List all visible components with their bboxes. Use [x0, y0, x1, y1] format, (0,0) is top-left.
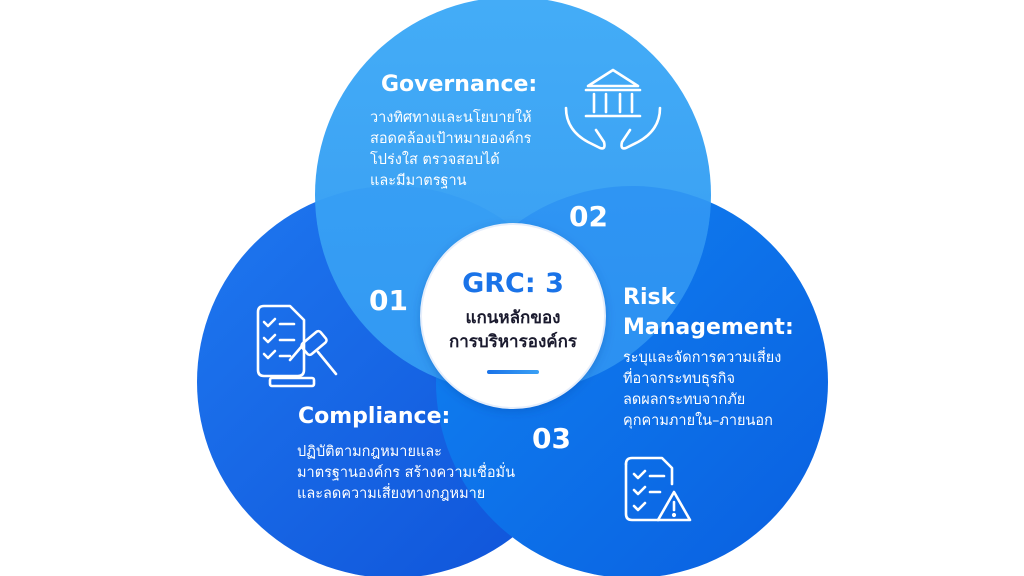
governance-desc-line: และมีมาตรฐาน	[370, 173, 467, 189]
risk-desc-line: คุกคามภายใน–ภายนอก	[623, 413, 773, 429]
center-accent-bar	[487, 370, 539, 374]
governance-number: 02	[569, 200, 608, 233]
center-title: GRC: 3	[462, 268, 564, 299]
risk-description: ระบุและจัดการความเสี่ยง ที่อาจกระทบธุรกิ…	[623, 348, 781, 432]
center-subtitle-line2: การบริหารองค์กร	[448, 332, 578, 352]
risk-title-line: Management:	[623, 315, 794, 340]
compliance-desc-line: และลดความเสี่ยงทางกฎหมาย	[297, 486, 486, 502]
checklist-gavel-icon	[256, 304, 338, 388]
risk-desc-line: ระบุและจัดการความเสี่ยง	[623, 350, 782, 366]
risk-number: 03	[532, 422, 571, 455]
governance-desc-line: สอดคล้องเป้าหมายองค์กร	[370, 131, 532, 147]
compliance-desc-line: ปฏิบัติตามกฎหมายและ	[297, 444, 442, 460]
compliance-description: ปฏิบัติตามกฎหมายและ มาตรฐานองค์กร สร้างค…	[297, 442, 515, 505]
compliance-number: 01	[369, 284, 408, 317]
bank-in-hands-icon	[564, 68, 662, 150]
governance-title: Governance:	[381, 72, 538, 97]
compliance-title: Compliance:	[298, 404, 451, 429]
governance-desc-line: วางทิศทางและนโยบายให้	[370, 110, 532, 126]
risk-title: Risk Management:	[623, 283, 794, 343]
risk-title-line: Risk	[623, 285, 676, 310]
center-circle	[421, 224, 605, 408]
compliance-desc-line: มาตรฐานองค์กร สร้างความเชื่อมั่น	[297, 465, 516, 481]
center-subtitle-line1: แกนหลักของ	[465, 308, 561, 328]
risk-desc-line: ที่อาจกระทบธุรกิจ	[623, 371, 735, 387]
risk-desc-line: ลดผลกระทบจากภัย	[623, 392, 746, 408]
governance-description: วางทิศทางและนโยบายให้ สอดคล้องเป้าหมายอง…	[370, 108, 532, 192]
governance-desc-line: โปร่งใส ตรวจสอบได้	[370, 152, 500, 168]
checklist-warning-icon	[624, 456, 692, 522]
